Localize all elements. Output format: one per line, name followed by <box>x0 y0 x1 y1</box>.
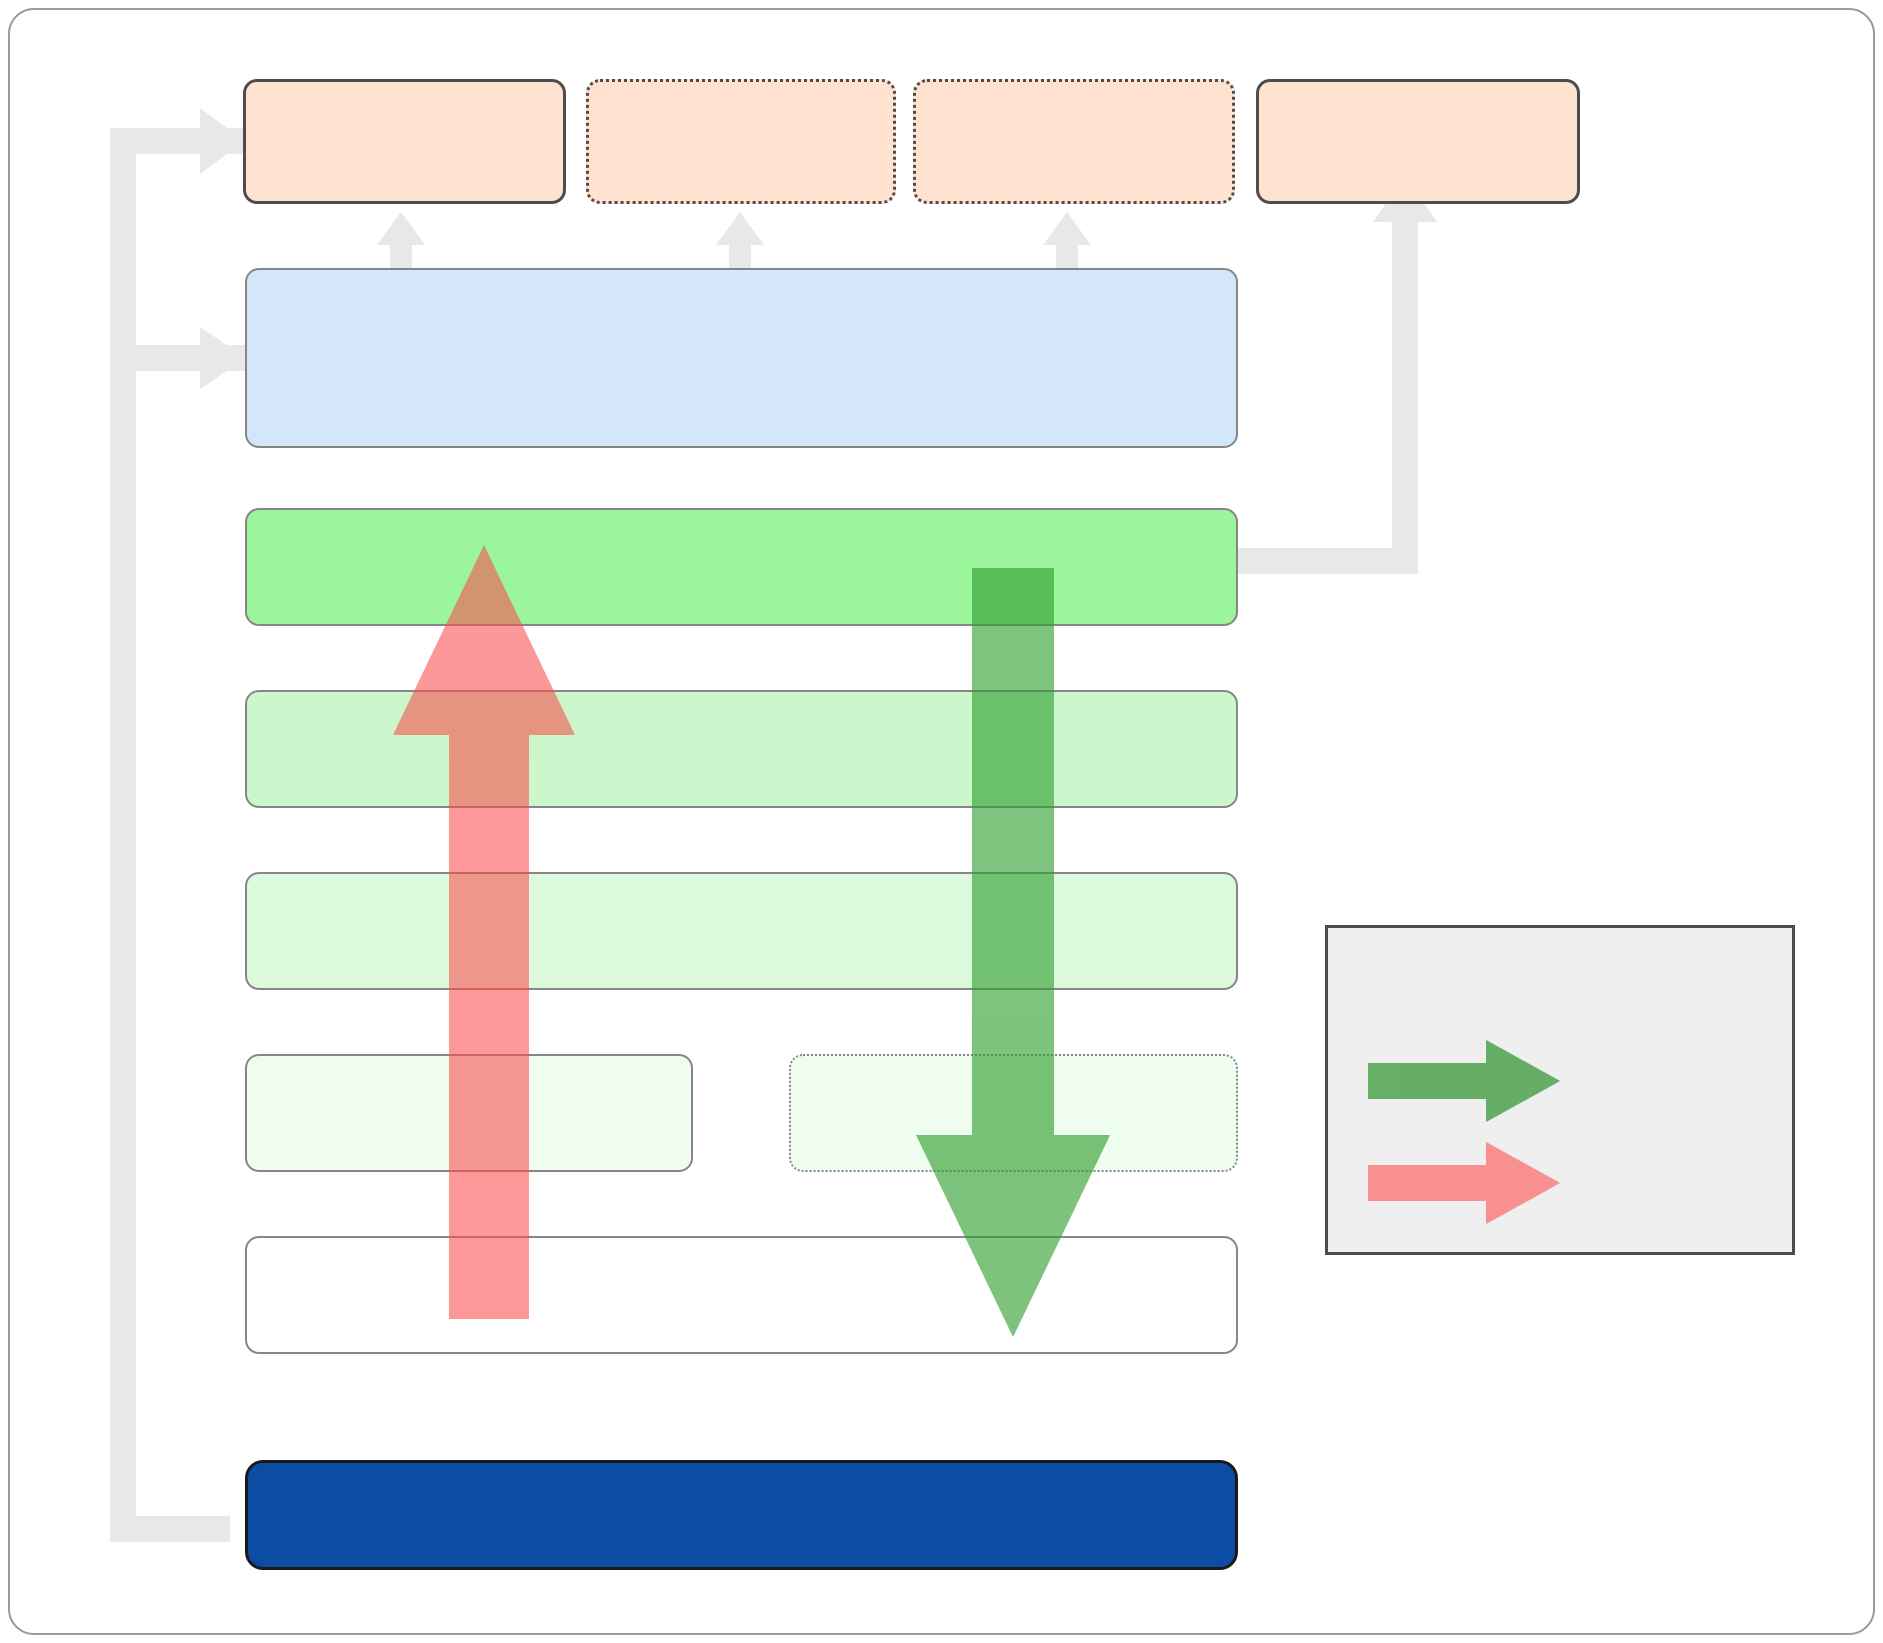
layer-node-placeholder[interactable] <box>789 1054 1238 1172</box>
layer-node-router[interactable] <box>245 1236 1238 1354</box>
layer-node-database[interactable] <box>245 508 1238 626</box>
legend-load-arrow <box>1368 1040 1560 1122</box>
diagram-frame <box>8 8 1875 1635</box>
dependency-node-ruma[interactable] <box>243 79 566 204</box>
layer-node-api[interactable] <box>245 872 1238 990</box>
root-node-conduwuit[interactable] <box>245 1460 1238 1570</box>
layer-node-service[interactable] <box>245 690 1238 808</box>
core-node[interactable] <box>245 268 1238 448</box>
legend-arrows <box>1368 1040 1560 1224</box>
dependency-node-rocksdb[interactable] <box>1256 79 1580 204</box>
dependency-node-placeholder-2[interactable] <box>913 79 1235 204</box>
legend-panel <box>1325 925 1795 1255</box>
legend-unload-arrow <box>1368 1142 1560 1224</box>
dependency-node-placeholder-1[interactable] <box>586 79 896 204</box>
layer-node-admin[interactable] <box>245 1054 693 1172</box>
